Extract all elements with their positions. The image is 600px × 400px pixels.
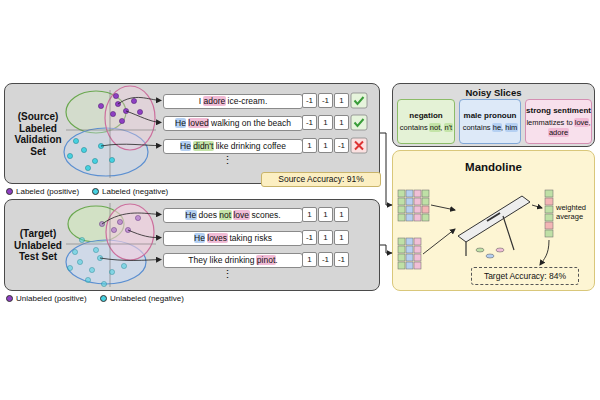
sentence-box: He does not love scones.: [163, 208, 303, 223]
legend-text: Labeled (positive): [16, 187, 79, 196]
accuracy-box: Target Accuracy: 84%: [471, 267, 579, 285]
slice-rule: lemmatizes to love, adore: [526, 118, 591, 138]
sentence-box: I adore ice-cream.: [163, 94, 303, 109]
table-cell: 1: [318, 115, 333, 130]
slices-panel: Noisy Slices negation contains not, n't mal…: [392, 83, 595, 147]
flow-connector: [380, 133, 392, 205]
legend-swatch: [92, 188, 99, 195]
table-cell: 1: [334, 93, 349, 108]
sentence-text: I adore ice-cream.: [199, 96, 268, 106]
sentence-text: He does not love scones.: [185, 210, 280, 220]
table-cell: -1: [318, 252, 333, 267]
legend-swatch: [6, 295, 13, 302]
panel-title: Noisy Slices: [393, 87, 594, 98]
legend-item: Unlabeled (negative): [100, 294, 184, 303]
panel-title: Mandoline: [393, 161, 594, 173]
legend-text: Labeled (negative): [102, 187, 168, 196]
legend-item: Labeled (negative): [92, 187, 168, 196]
legend-swatch: [6, 188, 13, 195]
accuracy-box: Source Accuracy: 91%: [261, 172, 381, 187]
ellipsis-mark: ⋮: [220, 267, 234, 281]
legend-item: Labeled (positive): [6, 187, 79, 196]
table-cell: 1: [318, 207, 333, 222]
slice-name: negation: [409, 111, 442, 120]
slice-rule: contains not, n't: [400, 123, 452, 133]
table-cell: -1: [334, 252, 349, 267]
sentence-text: They like drinking pinot.: [188, 255, 277, 265]
panel-title: (Target) Unlabeled Test Set: [7, 228, 69, 263]
annotation-text: weighted average: [556, 203, 594, 225]
flow-connector: [380, 245, 392, 253]
table-cell: -1: [302, 115, 317, 130]
accuracy-text: Source Accuracy: 91%: [278, 174, 364, 184]
slice-rule: contains he, him: [463, 123, 518, 133]
panel-title: (Source) Labeled Validation Set: [7, 111, 69, 157]
table-cell: 1: [334, 207, 349, 222]
ellipsis-mark: ⋮: [220, 153, 234, 167]
table-cell: 1: [334, 115, 349, 130]
sentence-text: He loved walking on the beach: [175, 118, 291, 128]
sentence-box: He loves taking risks: [163, 231, 303, 246]
table-cell: 1: [302, 252, 317, 267]
legend-text: Unlabeled (positive): [16, 294, 87, 303]
legend-swatch: [100, 295, 107, 302]
table-cell: -1: [318, 93, 333, 108]
table-cell: -1: [334, 138, 349, 153]
legend-text: Unlabeled (negative): [110, 294, 184, 303]
sentence-box: They like drinking pinot.: [163, 253, 303, 268]
table-cell: 1: [318, 138, 333, 153]
table-cell: -1: [302, 93, 317, 108]
table-cell: 1: [302, 138, 317, 153]
sentence-text: He loves taking risks: [194, 233, 272, 243]
table-cell: 1: [302, 207, 317, 222]
slice-name: strong sentiment: [526, 106, 591, 115]
slice-box: male pronoun contains he, him: [459, 99, 521, 144]
table-cell: 1: [318, 230, 333, 245]
table-cell: 1: [334, 230, 349, 245]
legend-item: Unlabeled (positive): [6, 294, 87, 303]
sentence-text: He didn't like drinking coffee: [180, 141, 286, 151]
sentence-box: He loved walking on the beach: [163, 116, 303, 131]
accuracy-text: Target Accuracy: 84%: [484, 271, 566, 281]
slice-name: male pronoun: [464, 111, 517, 120]
table-cell: -1: [302, 230, 317, 245]
slice-box: strong sentiment lemmatizes to love, ador…: [525, 99, 592, 144]
sentence-box: He didn't like drinking coffee: [163, 139, 303, 154]
slice-box: negation contains not, n't: [397, 99, 455, 144]
